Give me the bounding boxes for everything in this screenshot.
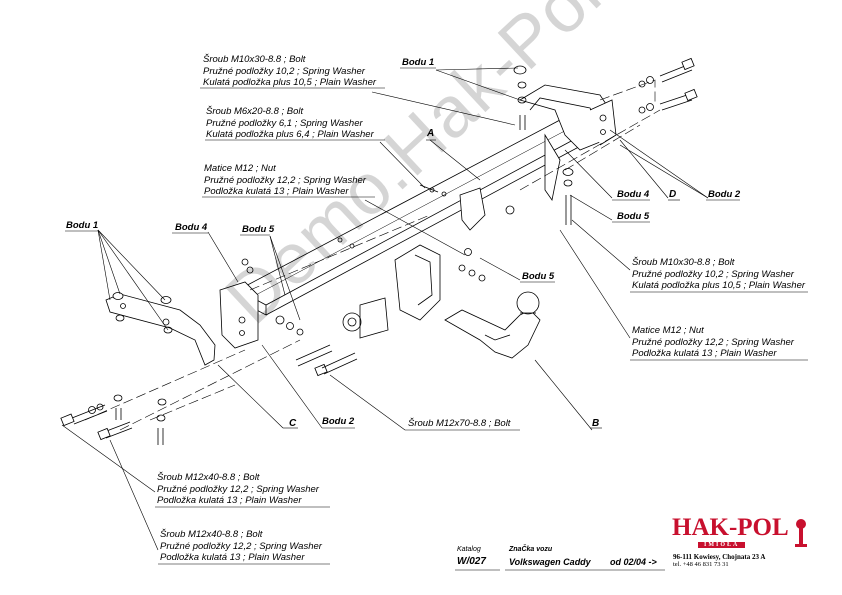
logo-phone: tel. +48 46 831 73 31 bbox=[673, 561, 729, 568]
dashed-lines bbox=[84, 79, 661, 431]
bodu4-left: Bodu 4 bbox=[175, 222, 208, 233]
tow-ball-neck bbox=[444, 291, 541, 359]
bodu2-right: Bodu 2 bbox=[708, 189, 741, 200]
vehicle-name: Volkswagen Caddy bbox=[509, 557, 591, 567]
bolts-left bbox=[60, 292, 173, 445]
katalog-value: W/027 bbox=[457, 556, 486, 567]
bodu1-top: Bodu 1 bbox=[402, 57, 435, 68]
bolts-left-middle bbox=[241, 237, 486, 377]
label-underlines bbox=[65, 67, 808, 571]
letter-b: B bbox=[592, 418, 600, 429]
valid-from: od 02/04 -> bbox=[610, 557, 657, 567]
logo-sub: IMIOŁA bbox=[698, 542, 746, 548]
bodu5-mid: Bodu 5 bbox=[522, 271, 555, 282]
hak-pol-logo: HAK-POL IMIOŁA bbox=[672, 514, 807, 548]
bodu4-right: Bodu 4 bbox=[617, 189, 650, 200]
znacka-label: ZnaČka vozu bbox=[509, 546, 553, 553]
letter-d: D bbox=[669, 189, 677, 200]
bodu1-left: Bodu 1 bbox=[66, 220, 99, 231]
bodu5-left: Bodu 5 bbox=[242, 224, 275, 235]
letter-a: A bbox=[427, 128, 435, 139]
letter-c: C bbox=[289, 418, 297, 429]
katalog-label: Katalog bbox=[457, 546, 481, 553]
center-plate bbox=[342, 187, 486, 339]
bodu5-right: Bodu 5 bbox=[617, 211, 650, 222]
bodu2-bottom: Bodu 2 bbox=[322, 416, 355, 427]
left-bracket bbox=[105, 281, 259, 366]
logo-name: HAK-POL bbox=[672, 514, 789, 541]
leader-lines bbox=[61, 67, 709, 551]
m12x70-label: Šroub M12x70-8.8 ; Bolt bbox=[408, 418, 511, 429]
logo-address: 96-111 Kowiesy, Chojnata 23 A bbox=[673, 553, 766, 561]
tow-ball-icon bbox=[795, 519, 807, 547]
